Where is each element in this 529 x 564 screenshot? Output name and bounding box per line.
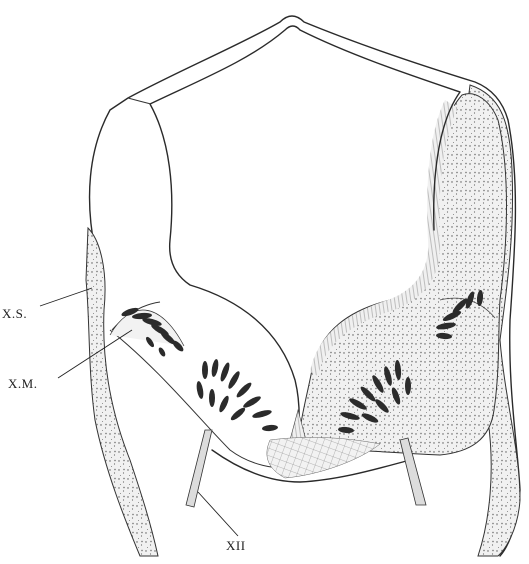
xs-leader bbox=[40, 288, 92, 306]
label-xii: XII bbox=[226, 538, 246, 553]
right-grey-matter bbox=[298, 94, 507, 455]
vagus-motor-nucleus-left bbox=[110, 302, 185, 358]
label-xm: X.M. bbox=[8, 376, 37, 391]
xii-leader bbox=[198, 492, 238, 536]
left-lateral-tract bbox=[86, 228, 158, 556]
hypoglossal-nucleus-left bbox=[186, 359, 278, 507]
label-xs: X.S. bbox=[2, 306, 27, 321]
